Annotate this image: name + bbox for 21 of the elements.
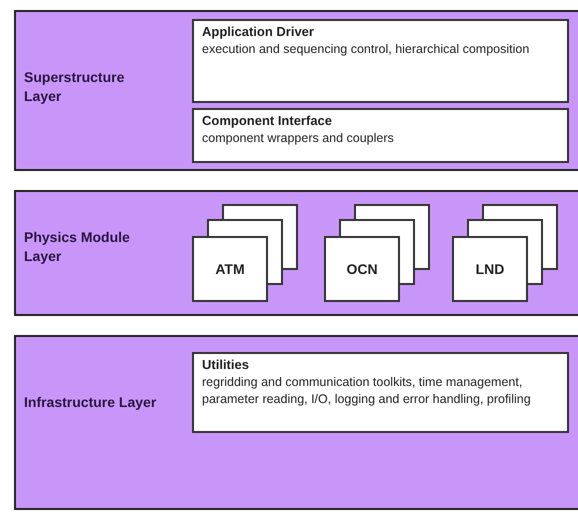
component-box — [192, 19, 569, 103]
component-description: execution and sequencing control, hierarchical composition — [202, 40, 530, 58]
module-box — [192, 236, 268, 302]
layer-title: Infrastructure Layer — [24, 393, 158, 412]
layer-band — [14, 335, 578, 510]
component-description: component wrappers and couplers — [202, 130, 395, 147]
module-label: OCN — [346, 261, 378, 277]
module-label: LND — [476, 261, 504, 277]
layer-title: Physics Module Layer — [24, 228, 131, 266]
component-box — [192, 108, 569, 163]
layer-title: Superstructure Layer — [24, 68, 126, 106]
module-box — [324, 236, 400, 302]
module-box — [452, 236, 528, 302]
component-box — [192, 352, 569, 433]
component-title: Utilities — [202, 357, 250, 374]
component-title: Application Driver — [202, 24, 315, 41]
layer-band — [14, 190, 578, 316]
component-description: regridding and communication toolkits, time management, parameter reading, I/O, logging and error handling, profiling — [202, 374, 532, 408]
module-label: ATM — [215, 261, 245, 277]
layer-band — [14, 10, 578, 171]
component-title: Component Interface — [202, 113, 334, 130]
